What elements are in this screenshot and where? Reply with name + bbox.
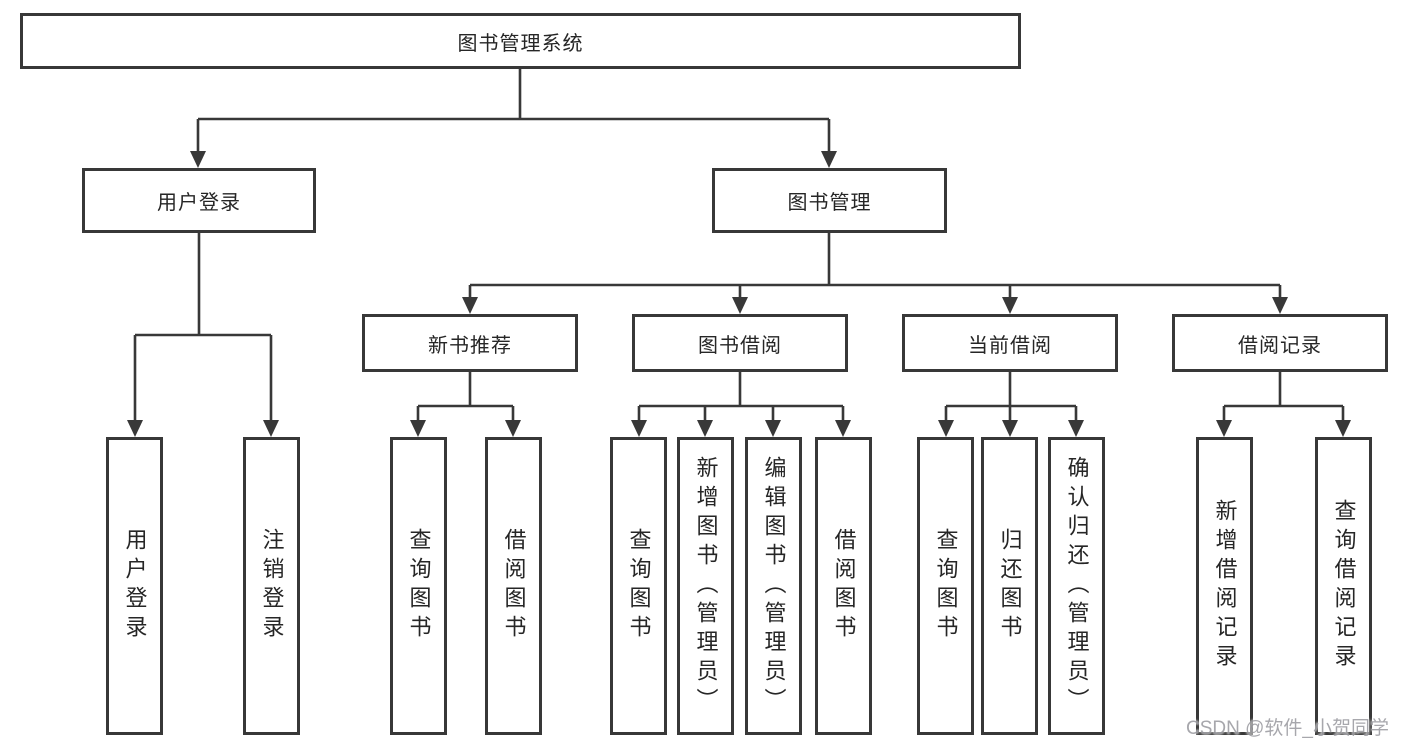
- node-book-management: 图书管理: [712, 168, 947, 233]
- leaf-records-query-record: 查询借阅记录: [1315, 437, 1372, 735]
- node-book-borrow: 图书借阅: [632, 314, 848, 372]
- leaf-borrow-edit-book-admin: 编辑图书（管理员）: [745, 437, 802, 735]
- node-user-login-label: 用户登录: [157, 192, 241, 214]
- node-book-borrow-label: 图书借阅: [698, 334, 782, 357]
- leaf-borrow-query-book: 查询图书: [610, 437, 667, 735]
- leaf-current-confirm-return-admin-label: 确认归还（管理员）: [1064, 455, 1090, 717]
- leaf-current-confirm-return-admin: 确认归还（管理员）: [1048, 437, 1105, 735]
- node-current-borrow: 当前借阅: [902, 314, 1118, 372]
- leaf-logout-login: 注销登录: [243, 437, 300, 735]
- leaf-newbook-borrow-book: 借阅图书: [485, 437, 542, 735]
- node-root-label: 图书管理系统: [457, 32, 584, 55]
- leaf-newbook-query-book-label: 查询图书: [406, 528, 432, 644]
- leaf-current-return-book: 归还图书: [981, 437, 1038, 735]
- node-borrow-records-label: 借阅记录: [1238, 334, 1322, 357]
- leaf-borrow-borrow-book: 借阅图书: [815, 437, 872, 735]
- node-new-book-recommend-label: 新书推荐: [428, 334, 512, 357]
- leaf-current-return-book-label: 归还图书: [997, 528, 1023, 644]
- leaf-current-query-book-label: 查询图书: [933, 528, 959, 644]
- node-borrow-records: 借阅记录: [1172, 314, 1388, 372]
- node-root: 图书管理系统: [20, 13, 1021, 69]
- leaf-user-login: 用户登录: [106, 437, 163, 735]
- leaf-borrow-edit-book-admin-label: 编辑图书（管理员）: [761, 455, 787, 717]
- csdn-watermark: CSDN @软件_小贺同学: [1186, 718, 1389, 739]
- leaf-borrow-add-book-admin-label: 新增图书（管理员）: [693, 455, 719, 717]
- leaf-current-query-book: 查询图书: [917, 437, 974, 735]
- leaf-newbook-borrow-book-label: 借阅图书: [501, 528, 527, 644]
- node-current-borrow-label: 当前借阅: [968, 334, 1052, 357]
- leaf-user-login-label: 用户登录: [122, 528, 148, 644]
- leaf-borrow-borrow-book-label: 借阅图书: [831, 528, 857, 644]
- leaf-borrow-query-book-label: 查询图书: [626, 528, 652, 644]
- leaf-records-query-record-label: 查询借阅记录: [1331, 499, 1357, 673]
- leaf-records-add-record: 新增借阅记录: [1196, 437, 1253, 735]
- node-new-book-recommend: 新书推荐: [362, 314, 578, 372]
- leaf-newbook-query-book: 查询图书: [390, 437, 447, 735]
- leaf-records-add-record-label: 新增借阅记录: [1212, 499, 1238, 673]
- leaf-logout-login-label: 注销登录: [259, 528, 285, 644]
- leaf-borrow-add-book-admin: 新增图书（管理员）: [677, 437, 734, 735]
- node-user-login: 用户登录: [82, 168, 316, 233]
- node-book-management-label: 图书管理: [787, 192, 872, 214]
